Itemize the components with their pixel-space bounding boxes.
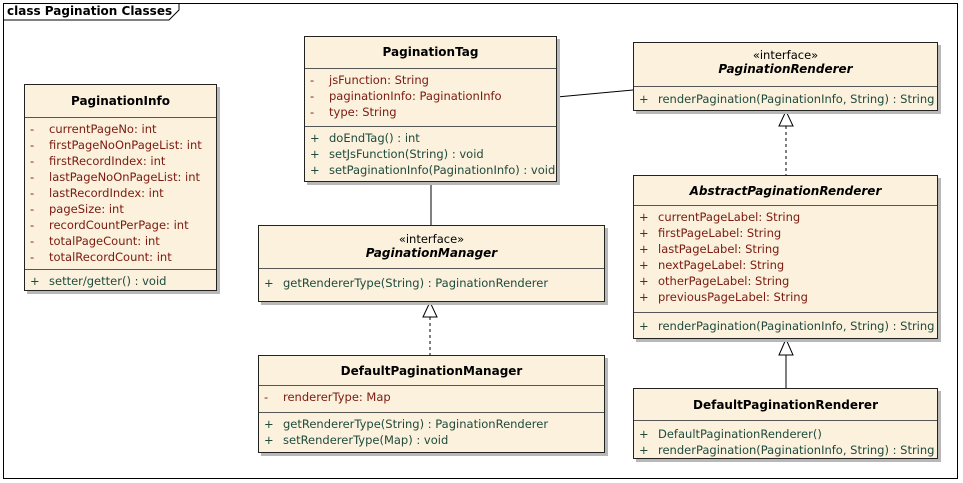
attribute-row: +nextPageLabel: String [639,258,785,272]
operation-list: +getRendererType(String) : PaginationRen… [259,269,604,293]
stereotype-label: «interface» [398,232,465,246]
class-name: PaginationInfo [70,94,171,108]
interface-pagination-manager[interactable]: «interface» PaginationManager +getRender… [258,225,605,302]
class-name: PaginationTag [382,45,479,59]
operation-row: +renderPagination(PaginationInfo, String… [639,319,935,333]
frame-title-tab [3,3,181,21]
operation-row: +DefaultPaginationRenderer() [639,427,822,441]
attribute-row: -firstRecordIndex: int [30,154,166,168]
attribute-row: +otherPageLabel: String [639,274,790,288]
class-default-pagination-renderer[interactable]: DefaultPaginationRenderer +DefaultPagina… [633,388,938,459]
attribute-row: -type: String [310,105,397,119]
operation-row: +setter/getter() : void [30,274,167,288]
class-name: DefaultPaginationRenderer [693,398,878,412]
attribute-row: -currentPageNo: int [30,122,157,136]
operation-row: +setJsFunction(String) : void [310,147,484,161]
operation-list: +renderPagination(PaginationInfo, String… [634,87,937,109]
attribute-row: -lastPageNoOnPageList: int [30,170,201,184]
attribute-row: +previousPageLabel: String [639,290,808,304]
operation-row: +getRendererType(String) : PaginationRen… [264,276,549,290]
attribute-list: -currentPageNo: int -firstPageNoOnPageLi… [25,118,216,270]
class-pagination-tag[interactable]: PaginationTag -jsFunction: String -pagin… [304,36,557,182]
class-name: DefaultPaginationManager [340,364,523,378]
attribute-row: -paginationInfo: PaginationInfo [310,89,502,103]
operation-row: +getRendererType(String) : PaginationRen… [264,417,549,431]
operation-list: +setter/getter() : void [25,270,216,291]
class-abstract-pagination-renderer[interactable]: AbstractPaginationRenderer +currentPageL… [633,175,938,339]
attribute-row: -jsFunction: String [310,73,429,87]
operation-row: +renderPagination(PaginationInfo, String… [639,443,935,457]
operation-list: +DefaultPaginationRenderer() +renderPagi… [634,421,937,460]
class-pagination-info[interactable]: PaginationInfo -currentPageNo: int -firs… [24,84,217,291]
attribute-row: +currentPageLabel: String [639,210,801,224]
operation-list: +getRendererType(String) : PaginationRen… [259,413,604,450]
operation-row: +setPaginationInfo(PaginationInfo) : voi… [310,163,556,177]
class-name: PaginationManager [365,246,498,260]
attribute-row: +firstPageLabel: String [639,226,782,240]
operation-row: +renderPagination(PaginationInfo, String… [639,92,935,106]
attribute-row: -firstPageNoOnPageList: int [30,138,202,152]
attribute-row: -totalRecordCount: int [30,250,172,264]
attribute-list: -jsFunction: String -paginationInfo: Pag… [305,69,556,127]
operation-row: +doEndTag() : int [310,131,420,145]
stereotype-label: «interface» [752,48,819,62]
operation-list: +doEndTag() : int +setJsFunction(String)… [305,127,556,180]
class-default-pagination-manager[interactable]: DefaultPaginationManager -rendererType: … [258,355,605,453]
attribute-row: -pageSize: int [30,202,124,216]
operation-list: +renderPagination(PaginationInfo, String… [634,313,937,336]
interface-pagination-renderer[interactable]: «interface» PaginationRenderer +renderPa… [633,42,938,111]
diagram-frame [3,3,958,479]
attribute-row: -totalPageCount: int [30,234,160,248]
attribute-row: -rendererType: Map [264,390,391,404]
attribute-list: -rendererType: Map [259,386,604,413]
attribute-list: +currentPageLabel: String +firstPageLabe… [634,206,937,313]
attribute-row: -lastRecordIndex: int [30,186,164,200]
attribute-row: +lastPageLabel: String [639,242,780,256]
operation-row: +setRendererType(Map) : void [264,433,449,447]
attribute-row: -recordCountPerPage: int [30,218,189,232]
diagram-title: class Pagination Classes [7,4,173,18]
class-name: AbstractPaginationRenderer [689,184,882,198]
class-name: PaginationRenderer [718,62,853,76]
